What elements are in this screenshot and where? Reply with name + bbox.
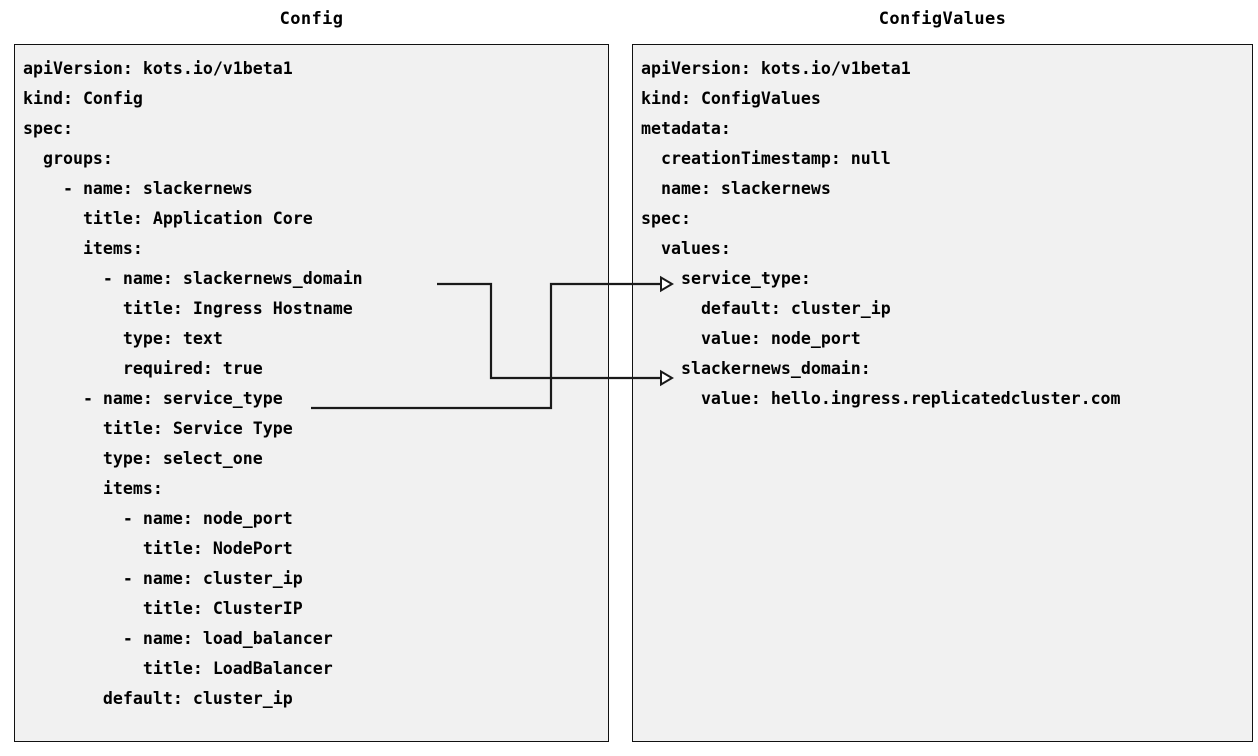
yaml-line: apiVersion: kots.io/v1beta1 xyxy=(641,59,911,78)
yaml-line: - name: service_type xyxy=(23,389,283,408)
yaml-line: required: true xyxy=(23,359,263,378)
yaml-line: slackernews_domain: xyxy=(641,359,871,378)
yaml-line: title: Service Type xyxy=(23,419,293,438)
yaml-line: items: xyxy=(23,239,143,258)
yaml-line: kind: ConfigValues xyxy=(641,89,821,108)
yaml-line: default: cluster_ip xyxy=(23,689,293,708)
yaml-line: - name: load_balancer xyxy=(23,629,333,648)
config-panel-title: Config xyxy=(279,9,344,29)
yaml-line: title: Application Core xyxy=(23,209,313,228)
yaml-line: - name: cluster_ip xyxy=(23,569,303,588)
config-yaml-block: apiVersion: kots.io/v1beta1 kind: Config s… xyxy=(23,54,608,714)
yaml-line: - name: node_port xyxy=(23,509,293,528)
yaml-line: groups: xyxy=(23,149,113,168)
yaml-line: spec: xyxy=(23,119,73,138)
configvalues-panel: apiVersion: kots.io/v1beta1 kind: ConfigV… xyxy=(632,44,1253,742)
yaml-line: name: slackernews xyxy=(641,179,831,198)
config-panel: apiVersion: kots.io/v1beta1 kind: Config s… xyxy=(14,44,609,742)
yaml-line: value: hello.ingress.replicatedcluster.c… xyxy=(641,389,1121,408)
yaml-line: title: LoadBalancer xyxy=(23,659,333,678)
yaml-line: kind: Config xyxy=(23,89,143,108)
yaml-line: title: ClusterIP xyxy=(23,599,303,618)
configvalues-yaml-block: apiVersion: kots.io/v1beta1 kind: ConfigV… xyxy=(641,54,1252,414)
yaml-line: type: select_one xyxy=(23,449,263,468)
yaml-line: title: NodePort xyxy=(23,539,293,558)
yaml-line: spec: xyxy=(641,209,691,228)
yaml-line: apiVersion: kots.io/v1beta1 xyxy=(23,59,293,78)
yaml-line: items: xyxy=(23,479,163,498)
yaml-line: values: xyxy=(641,239,731,258)
yaml-line: creationTimestamp: null xyxy=(641,149,891,168)
yaml-line: type: text xyxy=(23,329,223,348)
yaml-line: service_type: xyxy=(641,269,811,288)
configvalues-panel-title: ConfigValues xyxy=(878,9,1007,29)
yaml-line: - name: slackernews_domain xyxy=(23,269,363,288)
yaml-line: - name: slackernews xyxy=(23,179,253,198)
yaml-line: default: cluster_ip xyxy=(641,299,891,318)
yaml-line: title: Ingress Hostname xyxy=(23,299,353,318)
yaml-line: value: node_port xyxy=(641,329,861,348)
yaml-line: metadata: xyxy=(641,119,731,138)
